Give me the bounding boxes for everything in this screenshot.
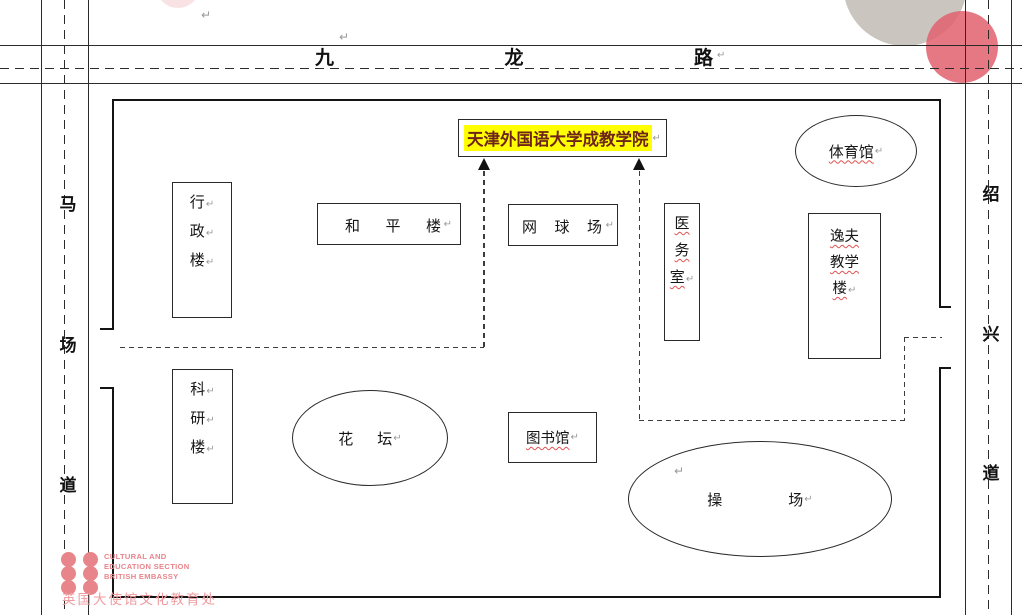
building-yifu-teaching: 逸夫 教学 楼↵ [808,213,881,359]
pilcrow-mark: ↵ [393,432,402,444]
machang-road-east-edge [87,0,89,615]
footpath-east-vertical-long [638,171,640,421]
building-admin-line: 行↵ [190,189,214,218]
footpath-east-gate-stub [904,337,942,339]
playground-label: 操场 [707,490,804,509]
flower-bed-label: 花坛 [338,429,393,448]
pilcrow-mark: ↵ [652,132,661,144]
red-decor-circle [926,11,998,83]
campus-gate-tick-right-upper [939,305,951,308]
shaoxing-road-east-edge [1011,0,1013,615]
logo-dot-icon [83,566,98,581]
logo-text-line: EDUCATION SECTION [104,562,190,571]
pilcrow-mark: ↵ [339,30,350,44]
pilcrow-mark: ↵ [206,386,215,397]
building-tennis-label: 网球场 [522,217,602,236]
building-medical-line: 室↵ [670,264,694,293]
pilcrow-mark: ↵ [848,285,857,296]
footpath-east-horizontal [639,420,905,422]
campus-gate-tick-left-upper [100,327,112,330]
machang-road-west-edge [40,0,42,615]
pilcrow-mark: ↵ [804,493,813,505]
campus-boundary-left-lower [112,386,115,598]
building-admin-line: 政↵ [190,218,214,247]
building-medical-line: 务 [674,241,690,259]
logo-dot-icon [83,580,98,595]
flower-bed: 花坛 ↵ [292,390,448,486]
campus-gate-tick-right-lower [939,367,951,370]
footpath-west-horizontal [120,346,484,348]
pilcrow-mark: ↵ [443,219,452,230]
pilcrow-mark: ↵ [205,228,215,239]
building-yifu-line: 教学 [830,255,859,271]
road-label-jiulong: 九龙路 [315,46,713,69]
british-embassy-logo: CULTURAL AND EDUCATION SECTION BRITISH E… [58,550,318,612]
logo-text-line: CULTURAL AND [104,552,167,561]
pilcrow-mark: ↵ [674,464,685,478]
logo-chinese-line: 英国大使馆文化教育处 [62,592,217,608]
campus-title-highlight: 天津外国语大学成教学院 [464,125,652,151]
jiulong-road-south-edge [0,82,1022,84]
pilcrow-mark: ↵ [201,8,212,22]
building-medical-room: 医 务 室↵ [664,203,700,341]
pilcrow-mark: ↵ [205,199,215,210]
footpath-west-arrowhead-icon [477,158,490,170]
building-research-line: 楼↵ [190,434,214,463]
pilcrow-mark: ↵ [717,50,726,61]
campus-boundary-right-lower [938,367,941,598]
building-heping-label: 和平楼 [345,216,441,235]
machang-road-centerline [63,0,65,615]
building-research: 科↵ 研↵ 楼↵ [172,369,233,504]
faint-pink-circle [156,0,200,8]
logo-dot-icon [61,580,76,595]
pilcrow-mark: ↵ [874,145,884,157]
campus-boundary-top [112,98,941,101]
playground: 操场 ↵ [628,441,892,557]
pilcrow-mark: ↵ [205,257,215,268]
footpath-east-arrowhead-icon [632,158,645,170]
logo-dot-icon [61,566,76,581]
building-research-line: 研↵ [190,405,214,434]
pilcrow-mark: ↵ [206,444,215,455]
logo-dot-icon [61,552,76,567]
building-admin: 行↵ 政↵ 楼↵ [172,182,232,318]
jiulong-road-north-edge [0,44,1022,46]
logo-text-block: CULTURAL AND EDUCATION SECTION BRITISH E… [104,552,190,582]
building-heping: 和平楼 ↵ [317,203,461,245]
building-medical-line: 医 [674,214,690,232]
campus-boundary-bottom [112,595,941,598]
footpath-west-vertical [483,171,485,347]
logo-text-line: BRITISH EMBASSY [104,572,179,581]
building-gymnasium: 体育馆 ↵ [795,115,917,187]
building-yifu-line: 逸夫 [830,229,859,245]
logo-dot-icon [83,552,98,567]
building-tennis-court: 网球场 ↵ [508,204,618,246]
shaoxing-road-west-edge [964,0,966,615]
shaoxing-road-centerline [987,0,989,615]
campus-gate-tick-left-lower [100,386,112,389]
building-admin-line: 楼↵ [190,247,214,276]
campus-boundary-left-upper [112,98,115,330]
footpath-east-vertical-short [903,337,905,421]
building-library: 图书馆 ↵ [508,412,597,463]
jiulong-road-centerline [0,67,1022,69]
pilcrow-mark: ↵ [570,432,579,443]
road-label-machang: 马场道 [59,195,77,496]
campus-boundary-right-upper [938,98,941,308]
pilcrow-mark: ↵ [685,274,695,285]
pilcrow-mark: ↵ [206,415,215,426]
pilcrow-mark: ↵ [605,220,614,231]
building-yifu-line: 楼↵ [833,276,857,304]
building-research-line: 科↵ [190,376,214,405]
building-library-label: 图书馆 [526,431,570,447]
campus-title-box: 天津外国语大学成教学院↵ [458,119,667,157]
road-label-shaoxing: 绍兴道 [982,185,1000,484]
building-gym-label: 体育馆 [828,142,874,161]
